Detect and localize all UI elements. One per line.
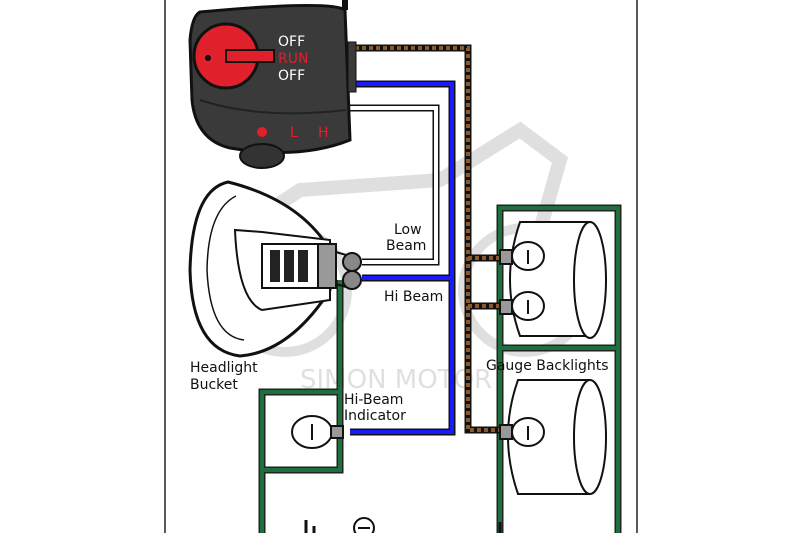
hi-beam-wire <box>350 80 456 436</box>
headlight-bucket-label-line1: Headlight <box>190 360 258 376</box>
low-beam-label-line1: Low <box>394 222 422 238</box>
switch-indicator-dot <box>257 127 267 137</box>
headlight-bucket <box>188 180 362 358</box>
hi-beam-indicator-label-line1: Hi-Beam <box>344 392 403 408</box>
low-beam-wire <box>340 104 440 266</box>
hi-beam-label: Hi Beam <box>384 289 443 305</box>
switch-l-label: L <box>290 125 298 141</box>
hi-beam-indicator-label-line2: Indicator <box>344 408 406 424</box>
switch-run-label: RUN <box>278 51 308 67</box>
switch-thumbwheel <box>239 143 285 169</box>
gauge-upper <box>499 221 607 339</box>
switch-off-bottom-label: OFF <box>278 68 305 84</box>
gauge-backlights-label: Gauge Backlights <box>486 358 609 374</box>
switch-h-label: H <box>318 125 329 141</box>
gauge-lower <box>499 379 607 495</box>
headlight-bucket-label-line2: Bucket <box>190 377 238 393</box>
backlight-wire <box>355 44 500 434</box>
switch-off-top-label: OFF <box>278 34 305 50</box>
headlight-plug-pin <box>270 250 280 282</box>
hi-beam-indicator-bulb <box>291 415 344 449</box>
headlight-plug-pin <box>284 250 294 282</box>
light-switch: OFF RUN OFF L H <box>188 0 357 169</box>
ground-symbols <box>304 517 502 533</box>
headlight-plug-pin <box>298 250 308 282</box>
ground-minus-icon <box>353 517 375 533</box>
switch-knob <box>192 22 275 90</box>
low-beam-label-line2: Beam <box>386 238 426 254</box>
